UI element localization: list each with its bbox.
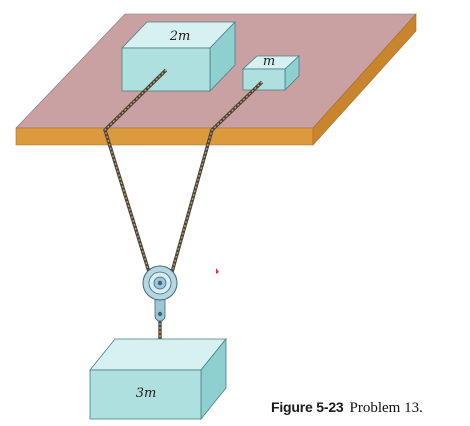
figure-caption: Figure 5-23 Problem 13.	[271, 399, 467, 421]
table-front-edge	[15, 127, 314, 146]
block-3m: 3m	[89, 337, 227, 421]
block-2m: 2m	[121, 21, 236, 92]
block-m-label: m	[263, 54, 275, 69]
block-2m-label: 2m	[169, 29, 191, 44]
pulley	[142, 265, 178, 322]
caption-text: Problem 13.	[349, 400, 423, 416]
table-side-edge	[312, 13, 417, 146]
stray-mark	[216, 268, 219, 274]
figure-number: Figure 5-23	[271, 399, 344, 415]
block-3m-label: 3m	[136, 386, 157, 401]
rope	[103, 68, 264, 356]
block-m: m	[241, 54, 301, 91]
